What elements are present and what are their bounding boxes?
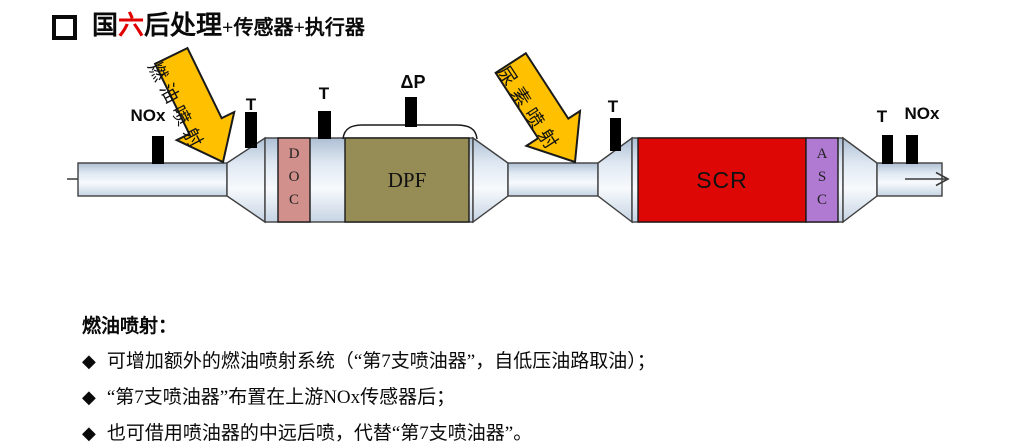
note-text: 也可借用喷油器的中远后喷，代替“第7支喷油器”。	[106, 423, 533, 444]
fuel-injection-arrow-icon	[153, 46, 236, 164]
t2-sensor-label: T	[318, 84, 330, 103]
notes-heading: 燃油喷射：	[82, 316, 178, 337]
diamond-bullet-icon: ◆	[82, 387, 96, 407]
aftertreatment-diagram	[67, 46, 950, 224]
scr-label: SCR	[696, 166, 748, 193]
title-suffix: +传感器+执行器	[222, 17, 365, 39]
note-item: ◆ 可增加额外的燃油喷射系统（“第7支喷油器”，自低压油路取油）；	[82, 346, 656, 373]
outlet-cone	[842, 136, 878, 224]
mid-pipe	[507, 162, 599, 197]
note-item: ◆ 也可借用喷油器的中远后喷，代替“第7支喷油器”。	[82, 418, 656, 445]
note-text: 可增加额外的燃油喷射系统（“第7支喷油器”，自低压油路取油）；	[106, 351, 656, 372]
dpf-block	[344, 137, 470, 223]
inlet-pipe	[77, 162, 228, 197]
t1-sensor-probe	[245, 112, 257, 148]
diamond-bullet-icon: ◆	[82, 423, 96, 443]
nox-outlet-sensor-label: NOx	[904, 104, 940, 123]
t1-sensor-label: T	[245, 95, 257, 114]
page-title: 国六后处理+传感器+执行器	[52, 10, 365, 46]
t-outlet-sensor-label: T	[876, 107, 888, 126]
title-main-prefix: 国	[92, 11, 119, 40]
notes-block: 燃油喷射： ◆ 可增加额外的燃油喷射系统（“第7支喷油器”，自低压油路取油）； …	[82, 311, 656, 448]
dpf-outlet-cone	[472, 136, 509, 224]
t3-sensor-probe	[610, 118, 621, 151]
asc-label: ASC	[814, 146, 830, 215]
title-square-bullet-icon	[52, 15, 77, 40]
note-text: “第7支喷油器”布置在上游NOx传感器后；	[106, 387, 456, 408]
dp-sensor-tube	[342, 124, 478, 140]
title-main-red: 六	[118, 11, 145, 40]
outlet-flow-arrow-icon	[905, 171, 950, 187]
doc-block	[277, 137, 311, 223]
page-title-text: 国六后处理+传感器+执行器	[92, 10, 365, 46]
note-item: ◆ “第7支喷油器”布置在上游NOx传感器后；	[82, 382, 656, 409]
t-outlet-sensor-probe	[882, 135, 893, 164]
dp-sensor-probe	[405, 97, 417, 127]
urea-injection-arrow-icon	[494, 51, 582, 164]
inlet-cone	[226, 136, 266, 224]
title-main-rest: 后处理	[144, 11, 223, 40]
asc-block	[805, 137, 839, 223]
nox-outlet-sensor-probe	[906, 135, 918, 164]
scr-block	[637, 137, 807, 223]
nox-inlet-sensor-label: NOx	[130, 106, 166, 125]
dpf-label: DPF	[387, 167, 427, 192]
diamond-bullet-icon: ◆	[82, 351, 96, 371]
t3-sensor-label: T	[607, 97, 619, 116]
t2-sensor-probe	[318, 111, 331, 139]
doc-label: DOC	[286, 146, 302, 215]
nox-inlet-sensor-probe	[152, 136, 164, 164]
dp-sensor-label: ΔP	[400, 72, 426, 92]
